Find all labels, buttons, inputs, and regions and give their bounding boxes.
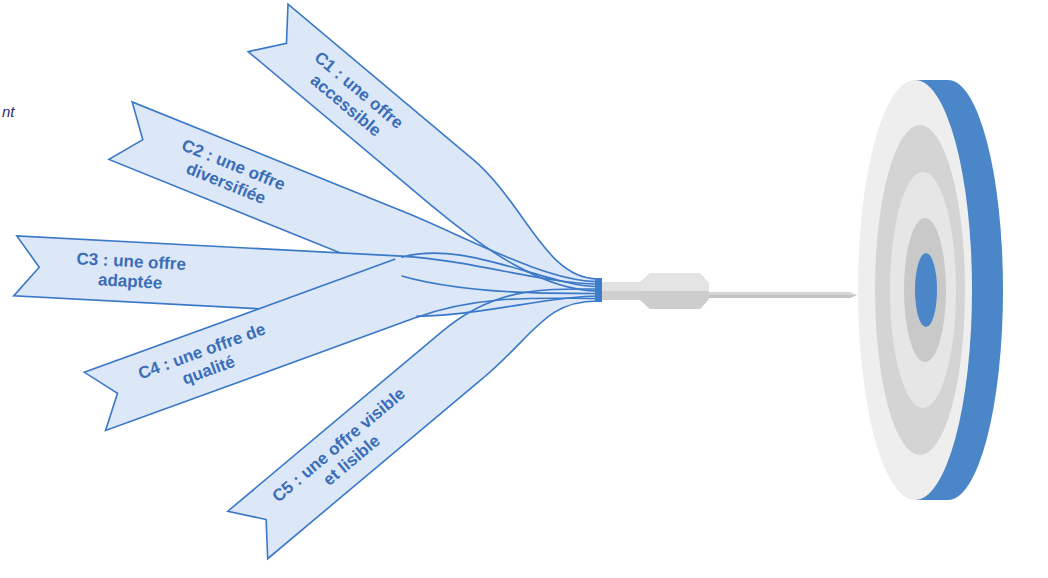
banner-label: C3 : une offre adaptée	[62, 248, 199, 295]
dart-needle-shade	[709, 295, 857, 298]
dart-needle	[709, 292, 857, 298]
ribbon-edge	[482, 301, 598, 379]
banner-outline	[228, 331, 483, 559]
target	[858, 80, 1003, 500]
target-ring	[904, 218, 946, 362]
target-ring	[890, 172, 956, 408]
banner-text-area: C1 : une offre accessible	[248, 4, 423, 165]
banner-text-area: C5 : une offre visible et lisible	[228, 373, 433, 559]
target-face	[858, 80, 972, 500]
target-bullseye	[915, 253, 937, 327]
dart	[595, 273, 857, 309]
ribbon-tail	[394, 253, 598, 318]
dart-barrel	[640, 273, 709, 309]
banner-fill	[228, 331, 483, 559]
ribbon-tails	[378, 158, 598, 378]
banner-label: C5 : une offre visible et lisible	[266, 381, 426, 524]
ribbon-edge	[442, 289, 598, 331]
banner-text-area: C2 : une offre diversifiée	[109, 102, 304, 229]
cut-off-note: nt	[2, 103, 15, 120]
banner-text-area: C3 : une offre adaptée	[14, 236, 200, 305]
banner-label: C1 : une offre accessible	[287, 40, 416, 157]
ribbon-edge	[394, 253, 598, 286]
target-ring	[875, 125, 965, 455]
dart-ferrule	[595, 278, 602, 302]
banner-label: C4 : une offre de qualité	[135, 319, 276, 403]
ribbon-edge	[400, 256, 598, 284]
banner-text-area: C4 : une offre de qualité	[84, 309, 279, 431]
ribbon-edge	[416, 298, 598, 318]
dart-collar-shade	[601, 291, 641, 300]
dart-collar	[601, 282, 641, 300]
banner-label: C2 : une offre diversifiée	[159, 131, 299, 219]
dart-barrel-shade	[640, 291, 709, 309]
